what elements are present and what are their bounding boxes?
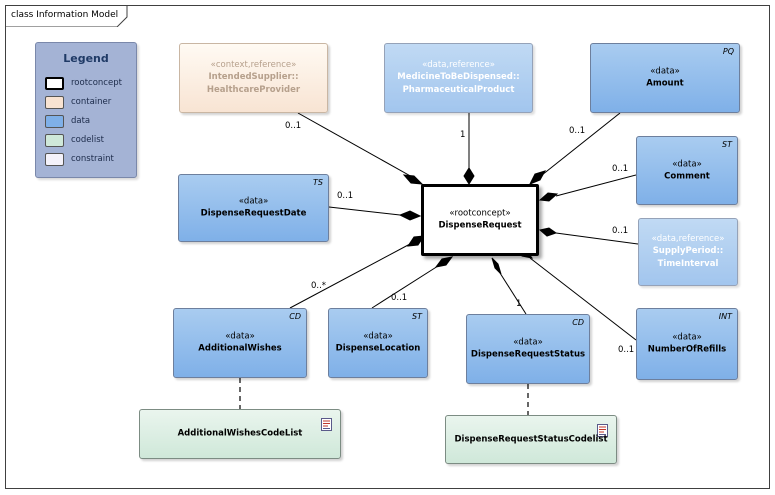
link-dispense-location[interactable] <box>371 265 439 309</box>
class-dispense-location[interactable]: ST «data» DispenseLocation <box>328 308 428 378</box>
class-amount[interactable]: PQ «data» Amount <box>590 43 740 113</box>
diamond-amount <box>528 170 547 185</box>
multiplicity-dispense-location: 0..1 <box>391 293 408 303</box>
class-name-line2: HealthcareProvider <box>206 85 301 95</box>
document-icon <box>321 418 332 431</box>
diamond-additional-wishes <box>406 235 426 247</box>
codelist-additional-wishes[interactable]: AdditionalWishesCodeList <box>139 409 341 459</box>
diamond-supply-period <box>538 227 558 237</box>
legend-label-constraint: constraint <box>71 154 114 164</box>
class-stereotype: «data,reference» <box>422 60 495 70</box>
datatype-tag: INT <box>718 312 732 321</box>
link-intended-supplier[interactable] <box>297 112 415 179</box>
frame-tab-outline <box>5 5 128 27</box>
datatype-tag: CD <box>289 312 301 321</box>
diamond-intended-supplier <box>402 174 424 185</box>
codelist-dispense-request-status[interactable]: DispenseRequestStatusCodelist <box>445 415 617 464</box>
document-icon <box>597 424 608 437</box>
multiplicity-number-of-refills: 0..1 <box>618 345 635 355</box>
multiplicity-additional-wishes: 0..* <box>311 281 327 291</box>
class-name: Amount <box>646 78 684 89</box>
link-request-date[interactable] <box>328 206 401 216</box>
link-comment[interactable] <box>555 174 637 197</box>
class-name: Comment <box>664 171 710 181</box>
datatype-tag: PQ <box>722 47 734 56</box>
legend-swatch-data <box>45 115 64 128</box>
class-name-line2: PharmaceuticalProduct <box>402 85 515 95</box>
multiplicity-supply-period: 0..1 <box>612 226 629 236</box>
multiplicity-intended-supplier: 0..1 <box>285 121 302 131</box>
class-stereotype: «data» <box>650 66 680 77</box>
class-stereotype: «data» <box>238 196 269 207</box>
class-name-line2: TimeInterval <box>657 259 719 269</box>
diamond-medicine <box>463 167 475 185</box>
class-dispense-request[interactable]: «rootconcept» DispenseRequest <box>421 184 539 256</box>
class-medicine-to-be-dispensed[interactable]: «data,reference» MedicineToBeDispensed::… <box>384 43 533 113</box>
legend-label-rootconcept: rootconcept <box>71 78 122 88</box>
frame-title: class Information Model <box>11 10 119 20</box>
multiplicity-request-date: 0..1 <box>337 191 354 201</box>
legend-title: Legend <box>63 52 109 65</box>
class-name: DispenseRequest <box>438 220 522 231</box>
class-name: DispenseRequestStatus <box>470 349 586 360</box>
legend-swatch-container <box>45 96 64 109</box>
class-stereotype: «data» <box>672 332 702 343</box>
class-name: SupplyPeriod:: <box>652 246 724 256</box>
class-additional-wishes[interactable]: CD «data» AdditionalWishes <box>173 308 307 378</box>
class-dispense-request-date[interactable]: TS «data» DispenseRequestDate <box>178 174 329 242</box>
legend-swatch-constraint <box>45 153 64 166</box>
link-additional-wishes[interactable] <box>289 243 411 309</box>
class-name: NumberOfRefills <box>647 344 727 355</box>
class-stereotype: «data» <box>513 337 543 348</box>
class-stereotype: «data,reference» <box>651 234 725 244</box>
class-stereotype: «rootconcept» <box>449 208 511 219</box>
diamond-request-status <box>491 257 502 275</box>
link-supply-period[interactable] <box>555 232 639 245</box>
class-number-of-refills[interactable]: INT «data» NumberOfRefills <box>636 308 738 380</box>
class-supply-period[interactable]: «data,reference» SupplyPeriod:: TimeInte… <box>638 218 738 286</box>
datatype-tag: ST <box>722 140 732 149</box>
class-stereotype: «context,reference» <box>210 60 297 70</box>
class-stereotype: «data» <box>225 331 255 342</box>
multiplicity-medicine: 1 <box>460 130 466 140</box>
link-number-of-refills[interactable] <box>529 257 637 341</box>
class-name: DispenseLocation <box>335 343 421 354</box>
legend-swatch-rootconcept <box>45 77 64 90</box>
class-comment[interactable]: ST «data» Comment <box>636 136 738 205</box>
codelist-name: DispenseRequestStatusCodelist <box>454 434 608 444</box>
legend-label-container: container <box>71 97 112 107</box>
link-amount[interactable] <box>541 112 621 176</box>
class-name: IntendedSupplier:: <box>208 72 299 82</box>
class-name: MedicineToBeDispensed:: <box>397 72 520 82</box>
datatype-tag: ST <box>412 312 422 321</box>
diamond-dispense-location <box>434 256 454 268</box>
multiplicity-comment: 0..1 <box>612 164 629 174</box>
multiplicity-request-status: 1 <box>516 299 522 309</box>
multiplicity-amount: 0..1 <box>569 126 586 136</box>
diamond-request-date <box>398 210 422 221</box>
class-stereotype: «data» <box>363 331 393 342</box>
datatype-tag: TS <box>313 178 323 187</box>
legend-label-data: data <box>71 116 91 126</box>
codelist-name: AdditionalWishesCodeList <box>177 428 303 439</box>
class-name: AdditionalWishes <box>198 343 282 354</box>
legend-swatch-codelist <box>45 134 64 147</box>
diamond-comment <box>538 192 559 202</box>
class-intended-supplier[interactable]: «context,reference» IntendedSupplier:: H… <box>179 43 328 113</box>
legend-label-codelist: codelist <box>71 135 104 145</box>
class-dispense-request-status[interactable]: CD «data» DispenseRequestStatus <box>466 314 590 384</box>
link-request-status[interactable] <box>499 272 527 315</box>
class-stereotype: «data» <box>672 159 702 169</box>
legend: Legend rootconcept container data codeli… <box>35 42 137 178</box>
class-name: DispenseRequestDate <box>200 208 307 219</box>
datatype-tag: CD <box>572 318 584 327</box>
